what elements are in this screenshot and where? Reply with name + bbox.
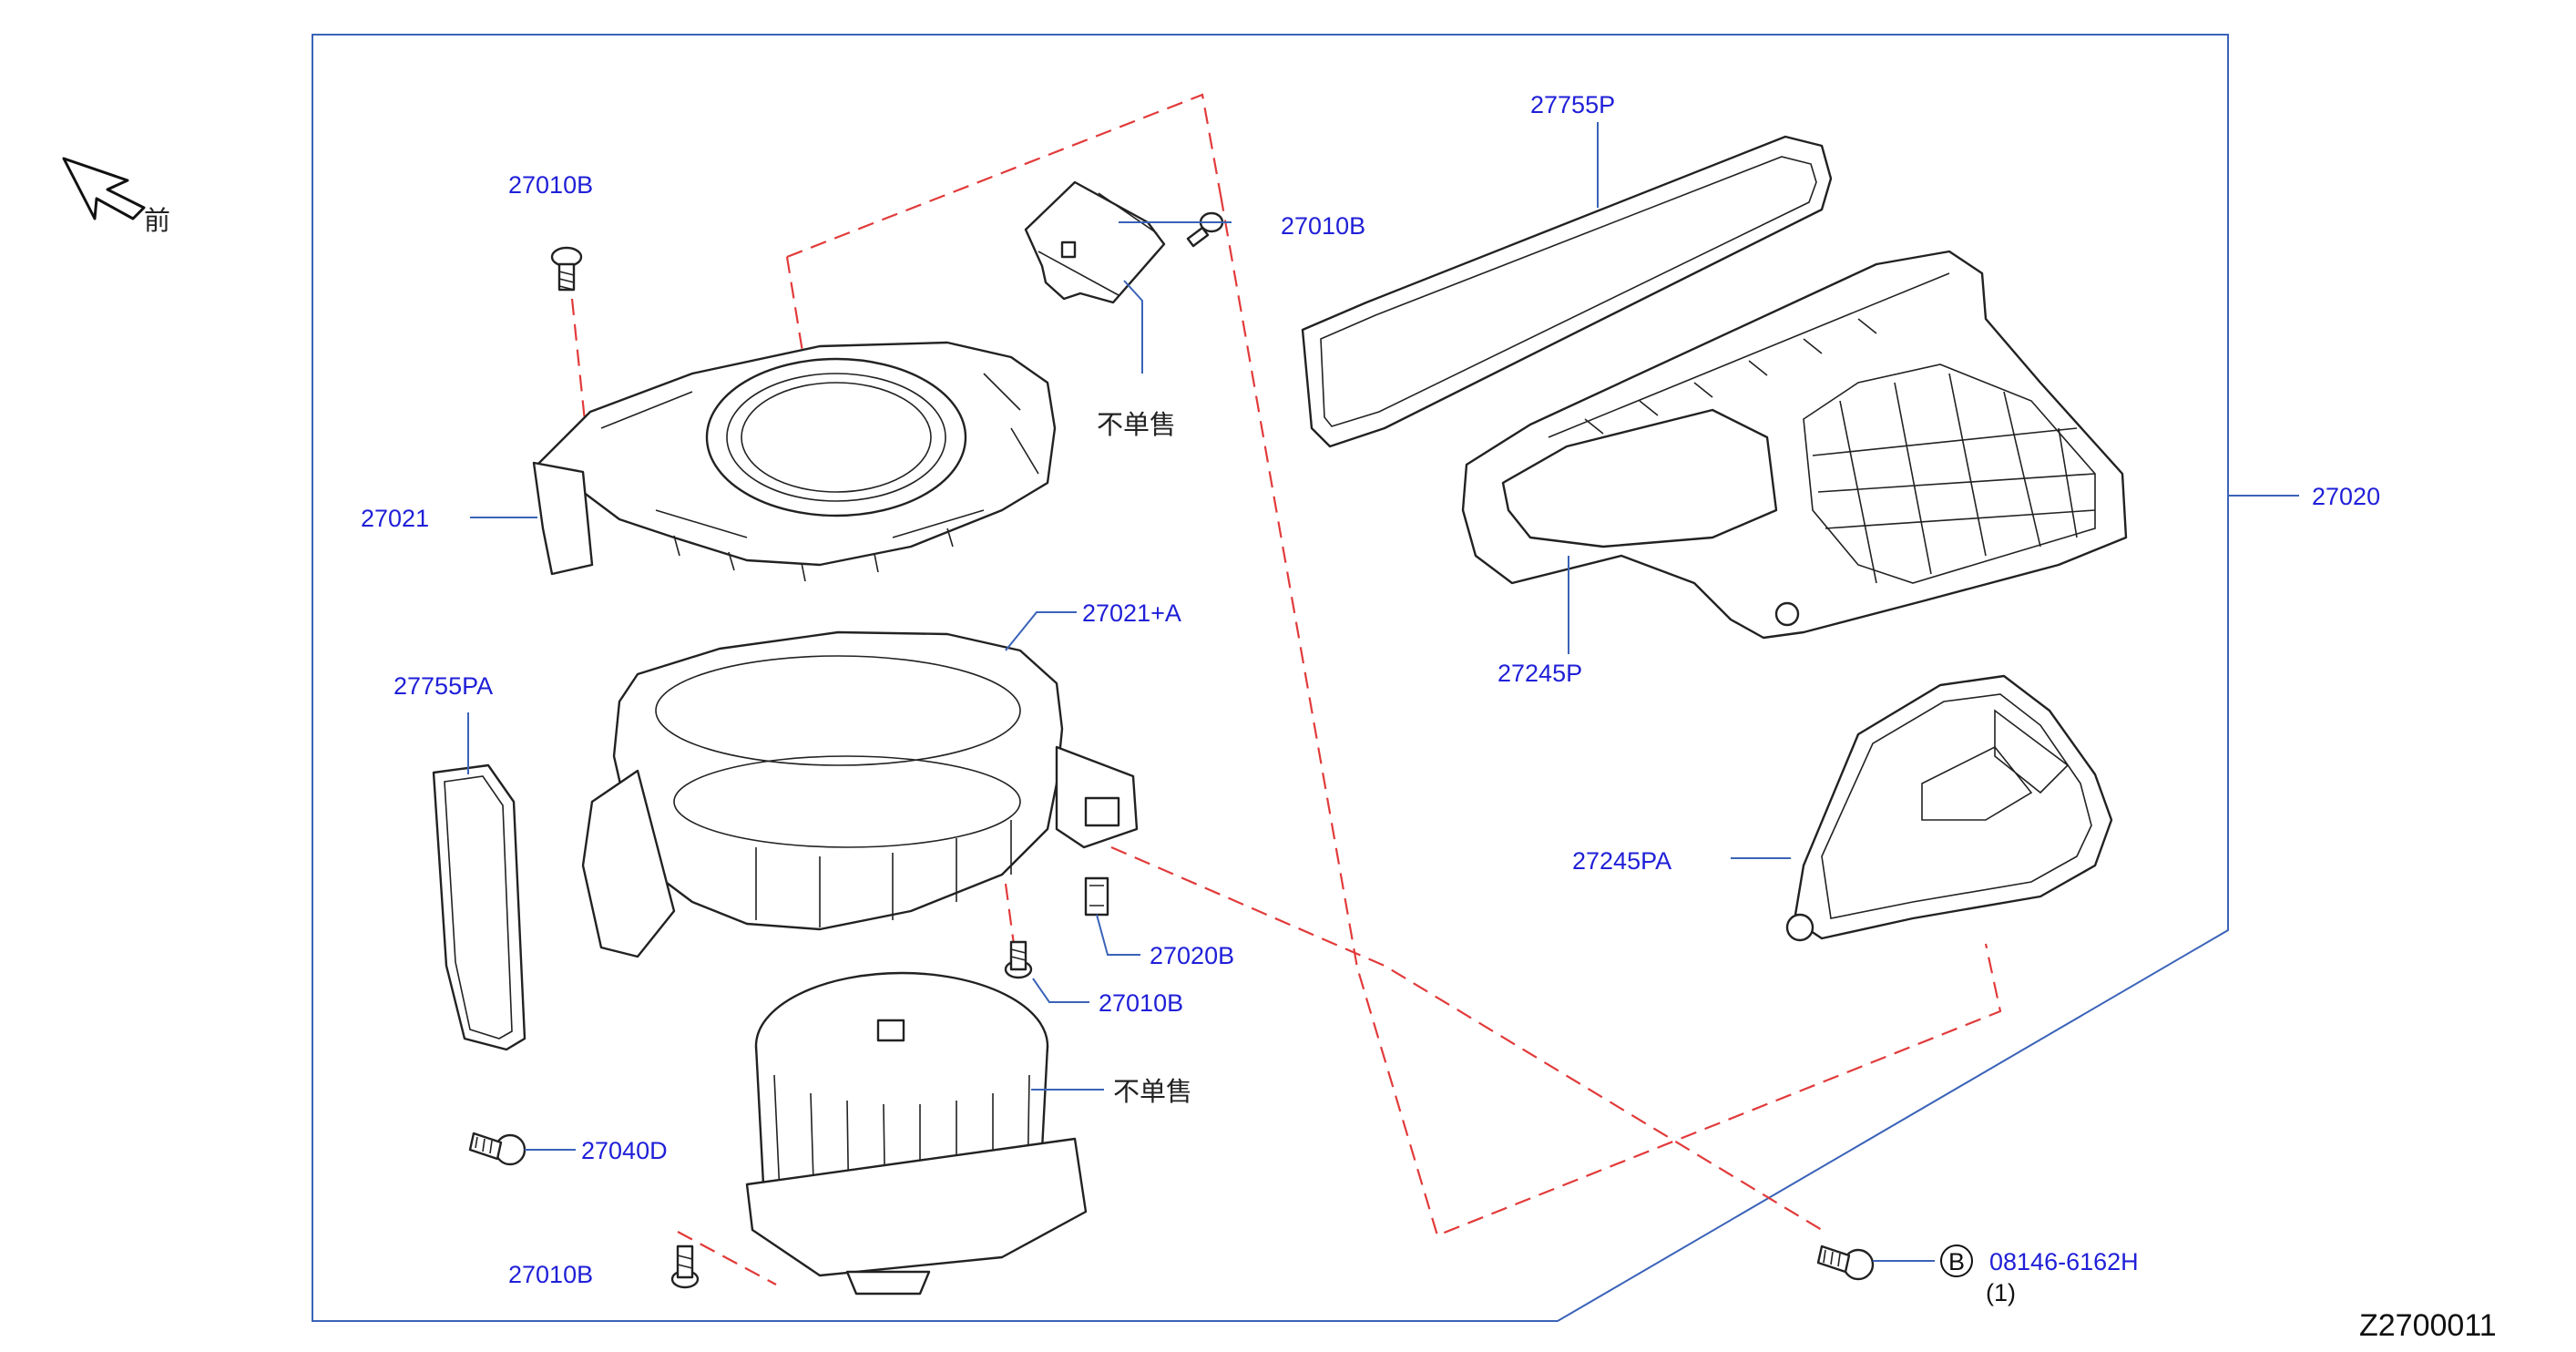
screw-27010b-resistor: [1186, 211, 1224, 248]
part-label-27021: 27021: [361, 505, 429, 532]
part-label-27020b: 27020B: [1150, 942, 1234, 969]
assembly-dashed-line: [1004, 883, 1017, 952]
bolt-marker-circle: [1940, 1244, 1973, 1277]
assembly-dashed-line: [1110, 845, 1823, 1231]
blower-motor: [745, 971, 1088, 1296]
not-sold-separately-label: 不单售: [1097, 409, 1176, 440]
diagram-id: Z2700011: [2359, 1308, 2497, 1343]
leader-line: [1096, 914, 1140, 956]
front-direction-label: 前: [144, 205, 170, 236]
leader-line: [1123, 280, 1143, 374]
seal-27755p: [1301, 135, 1833, 448]
part-label-27010b: 27010B: [508, 1261, 593, 1288]
intake-case-27245p: [1461, 250, 2128, 640]
part-label-27021a: 27021+A: [1082, 599, 1181, 627]
leader-line: [1005, 611, 1077, 651]
screw-27010b-middle: [1004, 940, 1033, 979]
lower-blower-case-27021a: [581, 630, 1139, 958]
leader-line: [1032, 978, 1089, 1003]
not-sold-separately-label: 不单售: [1113, 1076, 1192, 1107]
part-label-27010b: 27010B: [1099, 989, 1183, 1017]
front-arrow-icon: [62, 157, 146, 220]
seal-27755pa: [432, 763, 526, 1051]
assembly-dashed-line: [785, 256, 818, 436]
bolt-marker-letter: B: [1948, 1248, 1965, 1275]
screw-27010b-top: [550, 246, 583, 292]
part-label-27010b: 27010B: [1281, 212, 1365, 240]
bolt-08146-6162h: [1816, 1244, 1875, 1281]
part-label-27040d: 27040D: [581, 1137, 668, 1164]
part-label-08146-6162h: 08146-6162H: [1989, 1248, 2139, 1275]
part-label-27245pa: 27245PA: [1572, 847, 1671, 875]
clip-27020b: [1084, 876, 1109, 917]
upper-blower-case-27021: [532, 341, 1057, 582]
assembly-frame: [312, 34, 2229, 1322]
part-label-27755p: 27755P: [1530, 91, 1615, 118]
assembly-dashed-line: [677, 1231, 777, 1285]
part-label-27020: 27020: [2312, 483, 2380, 510]
blower-resistor: [1024, 180, 1166, 304]
quantity-label: (1): [1986, 1279, 2016, 1306]
assembly-dashed-line: [570, 298, 587, 422]
assembly-dashed-line: [786, 93, 1222, 259]
assembly-dashed-line: [1219, 194, 2002, 1237]
part-label-27755pa: 27755PA: [394, 672, 493, 700]
bolt-27040d: [468, 1132, 526, 1166]
part-label-27245p: 27245P: [1498, 660, 1582, 687]
filter-cover-27245pa: [1785, 674, 2113, 942]
part-label-27010b: 27010B: [508, 171, 593, 199]
screw-27010b-bottom: [670, 1244, 700, 1289]
